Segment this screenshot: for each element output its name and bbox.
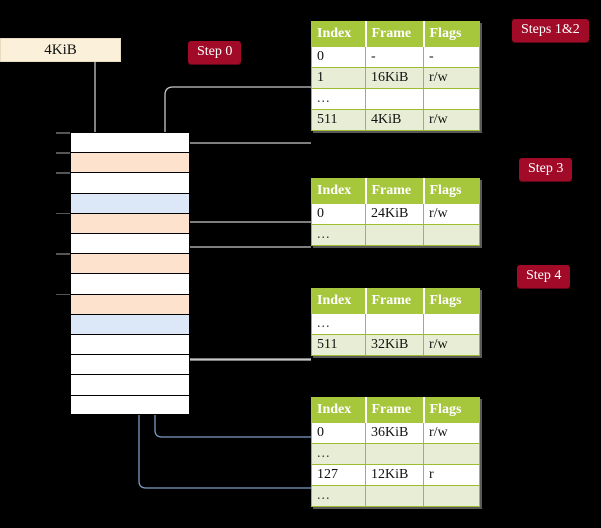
cell-flags: r <box>423 464 480 486</box>
col-header-flags: Flags <box>422 21 480 47</box>
memory-row <box>70 334 190 355</box>
col-header-flags: Flags <box>422 397 480 423</box>
wire-table1-to-memory <box>173 221 311 266</box>
table-row: ... <box>311 313 480 335</box>
cell-index: 0 <box>311 46 366 68</box>
cell-index: ... <box>311 313 366 335</box>
cell-index: ... <box>311 224 366 246</box>
col-header-index: Index <box>311 21 366 47</box>
cell-frame <box>365 485 424 507</box>
step-chip-step0: Step 0 <box>188 41 242 65</box>
cell-flags: r/w <box>423 203 480 225</box>
cell-index: ... <box>311 88 366 110</box>
table-row: 0-- <box>311 46 480 68</box>
cell-frame: 36KiB <box>365 422 424 444</box>
cell-frame: - <box>365 46 424 68</box>
memory-tick <box>56 172 70 174</box>
memory-row <box>70 374 190 395</box>
cell-flags <box>423 313 480 335</box>
cell-flags <box>423 88 480 110</box>
cell-frame: 32KiB <box>365 334 424 356</box>
cell-flags: r/w <box>423 334 480 356</box>
col-header-flags: Flags <box>422 178 480 204</box>
step-chip-step3: Step 3 <box>519 158 573 182</box>
memory-row <box>70 293 190 314</box>
cell-flags: - <box>423 46 480 68</box>
cell-index: 1 <box>311 67 366 89</box>
cell-frame: 16KiB <box>365 67 424 89</box>
cell-frame: 4KiB <box>365 109 424 131</box>
memory-row <box>70 273 190 294</box>
cell-flags <box>423 224 480 246</box>
col-header-flags: Flags <box>422 288 480 314</box>
cell-flags <box>423 485 480 507</box>
memory-grid <box>56 132 190 415</box>
cell-flags: r/w <box>423 109 480 131</box>
source-size-box: 4KiB <box>0 38 121 62</box>
cell-flags <box>423 443 480 465</box>
cell-frame <box>365 88 424 110</box>
cell-index: ... <box>311 443 366 465</box>
col-header-index: Index <box>311 397 366 423</box>
memory-row <box>70 172 190 193</box>
col-header-index: Index <box>311 288 366 314</box>
memory-row <box>70 253 190 274</box>
cell-index: ... <box>311 485 366 507</box>
cell-frame <box>365 443 424 465</box>
cell-index: 511 <box>311 109 366 131</box>
cell-frame <box>365 224 424 246</box>
table-row: ... <box>311 224 480 246</box>
cell-flags: r/w <box>423 422 480 444</box>
cell-flags: r/w <box>423 67 480 89</box>
memory-tick <box>56 132 70 134</box>
memory-tick <box>56 152 70 154</box>
col-header-frame: Frame <box>364 21 424 47</box>
cell-index: 0 <box>311 422 366 444</box>
cell-frame <box>365 313 424 335</box>
col-header-frame: Frame <box>364 397 424 423</box>
memory-row <box>70 132 190 153</box>
col-header-frame: Frame <box>364 178 424 204</box>
memory-row <box>70 394 190 415</box>
step-chip-step4: Step 4 <box>517 265 571 289</box>
cell-index: 511 <box>311 334 366 356</box>
table-row: ... <box>311 485 480 507</box>
source-size-label: 4KiB <box>44 41 77 58</box>
memory-row <box>70 313 190 334</box>
cell-index: 0 <box>311 203 366 225</box>
col-header-index: Index <box>311 178 366 204</box>
table-row: ... <box>311 443 480 465</box>
step-chip-steps12: Steps 1&2 <box>512 19 589 43</box>
col-header-frame: Frame <box>364 288 424 314</box>
memory-row <box>70 212 190 233</box>
memory-row <box>70 152 190 173</box>
cell-frame: 24KiB <box>365 203 424 225</box>
memory-tick <box>56 293 70 296</box>
table-row: ... <box>311 88 480 110</box>
cell-index: 127 <box>311 464 366 486</box>
memory-row <box>70 233 190 254</box>
memory-tick <box>56 212 70 215</box>
memory-row <box>70 192 190 213</box>
cell-frame: 12KiB <box>365 464 424 486</box>
memory-tick <box>56 253 70 255</box>
memory-row <box>70 354 190 375</box>
